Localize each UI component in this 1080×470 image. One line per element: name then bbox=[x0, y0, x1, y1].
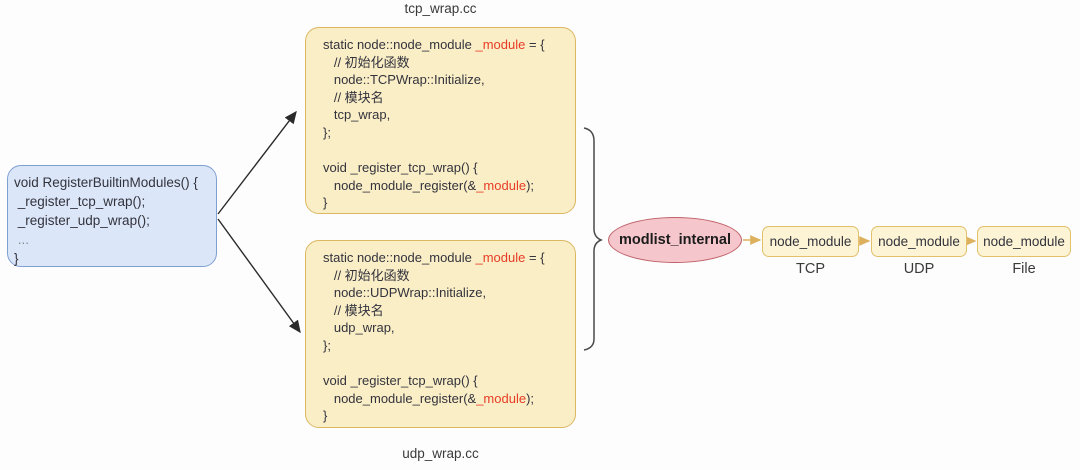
node-module-box-udp: node_module bbox=[871, 226, 967, 257]
code-line: } bbox=[323, 408, 328, 424]
code-line: ... bbox=[14, 232, 30, 247]
node-module-caption-file: File bbox=[1012, 261, 1036, 277]
code-line: void _register_tcp_wrap() { bbox=[323, 373, 478, 389]
code-line bbox=[323, 142, 565, 160]
udp-wrap-code-box: static node::node_module _module = { // … bbox=[305, 240, 576, 428]
code-line: void _register_tcp_wrap() { bbox=[323, 160, 478, 176]
node-module-caption-tcp: TCP bbox=[796, 261, 825, 277]
code-line: void RegisterBuiltinModules() { bbox=[14, 175, 198, 190]
node-module-label: node_module bbox=[983, 234, 1065, 249]
code-line: static node::node_module _module = { bbox=[323, 37, 545, 52]
code-line: } bbox=[323, 195, 328, 211]
code-line: node::TCPWrap::Initialize, bbox=[323, 72, 485, 88]
code-line: node_module_register(&_module); bbox=[323, 177, 535, 193]
code-line: _register_udp_wrap(); bbox=[14, 213, 150, 228]
register-builtin-modules-box: void RegisterBuiltinModules() { _registe… bbox=[7, 165, 217, 267]
code-line: // 模块名 bbox=[323, 89, 384, 105]
modlist-internal-ellipse: modlist_internal bbox=[608, 217, 742, 263]
code-line: }; bbox=[323, 124, 331, 140]
code-line: _register_tcp_wrap(); bbox=[14, 194, 146, 209]
code-line bbox=[323, 355, 565, 373]
code-line: // 初始化函数 bbox=[323, 54, 410, 70]
code-line: udp_wrap, bbox=[323, 320, 395, 336]
code-line: } bbox=[14, 251, 19, 266]
node-module-caption-udp: UDP bbox=[903, 261, 935, 277]
grouping-brace bbox=[583, 127, 603, 351]
arrow-register-to-tcp bbox=[217, 110, 297, 215]
code-line: }; bbox=[323, 337, 331, 353]
code-line: // 模块名 bbox=[323, 302, 384, 318]
code-line: node_module_register(&_module); bbox=[323, 390, 535, 406]
code-line: tcp_wrap, bbox=[323, 107, 391, 123]
arrow-register-to-udp bbox=[217, 218, 301, 334]
tcp-wrap-code-box: static node::node_module _module = { // … bbox=[305, 27, 576, 214]
udp-wrap-file-label: udp_wrap.cc bbox=[402, 446, 479, 461]
node-module-label: node_module bbox=[769, 234, 852, 249]
code-line: node::UDPWrap::Initialize, bbox=[323, 285, 487, 301]
node-module-label: node_module bbox=[878, 234, 960, 249]
modlist-internal-label: modlist_internal bbox=[619, 232, 731, 248]
tcp-wrap-file-label: tcp_wrap.cc bbox=[404, 1, 477, 16]
node-module-box-tcp: node_module bbox=[762, 226, 859, 257]
node-module-box-file: node_module bbox=[977, 226, 1071, 257]
code-line: static node::node_module _module = { bbox=[323, 250, 545, 265]
code-line: // 初始化函数 bbox=[323, 267, 410, 283]
